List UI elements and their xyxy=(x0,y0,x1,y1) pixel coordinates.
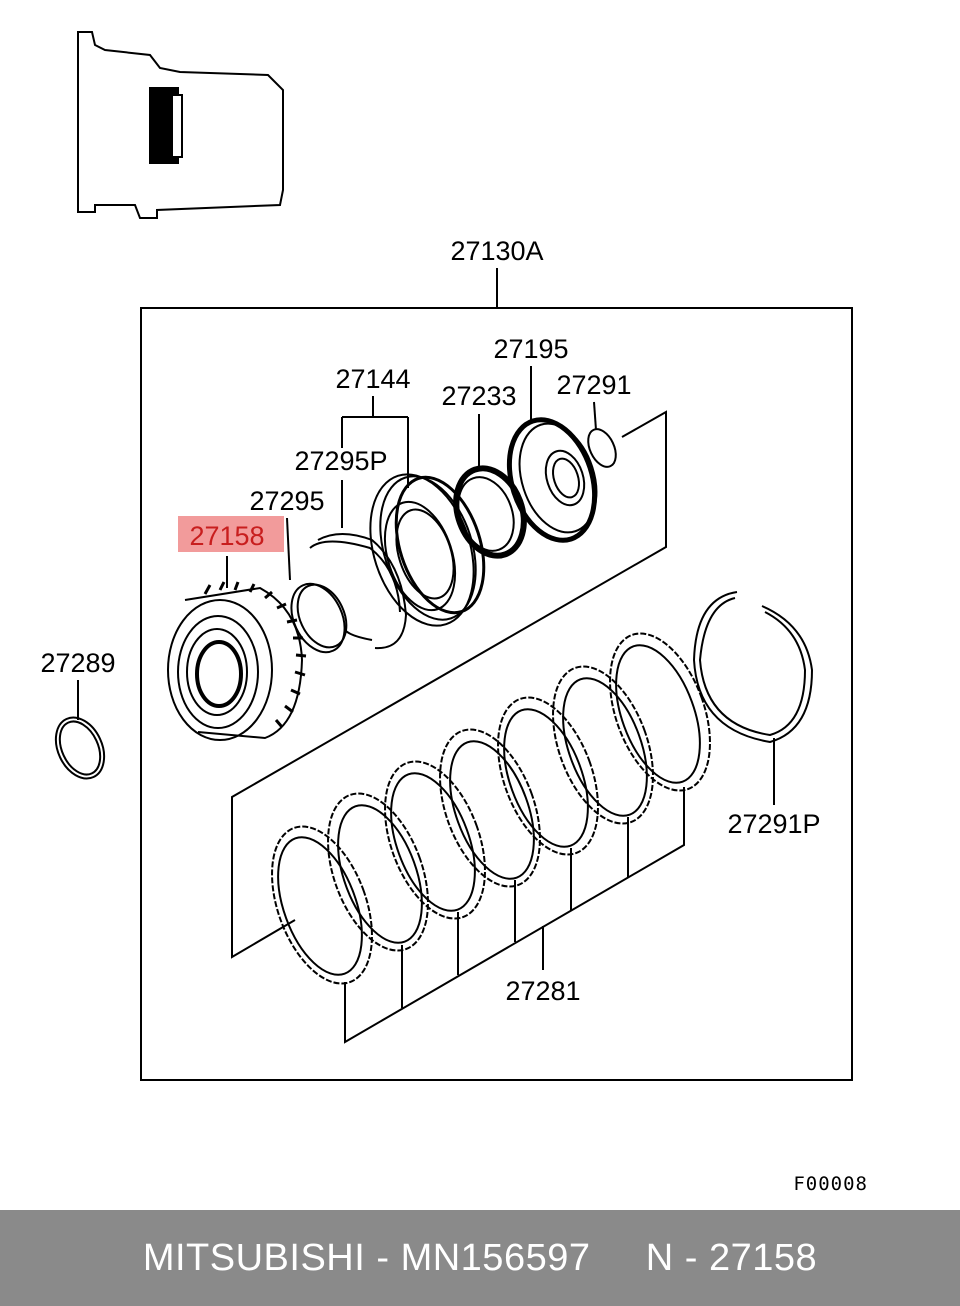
transmission-case-thumbnail xyxy=(77,31,284,219)
label-27291P: 27291P xyxy=(727,809,820,839)
piston-27144 xyxy=(369,473,486,627)
leader-lines xyxy=(77,366,775,1044)
snap-ring-27291 xyxy=(587,428,617,468)
drum-gear-27158[interactable] xyxy=(167,581,307,741)
assembly-box xyxy=(140,268,853,1081)
assembly-label: 27130A xyxy=(450,236,543,266)
label-27281: 27281 xyxy=(505,976,580,1006)
label-27289: 27289 xyxy=(40,648,115,678)
label-27158[interactable]: 27158 xyxy=(189,521,264,551)
footer-part-number: MN156597 xyxy=(400,1236,591,1279)
label-27195: 27195 xyxy=(493,334,568,364)
clutch-plates-27281 xyxy=(271,632,711,985)
label-27144: 27144 xyxy=(335,364,410,394)
label-27295: 27295 xyxy=(249,486,324,516)
footer-gap xyxy=(590,1237,645,1280)
footer-bar: MITSUBISHI - MN156597 N - 27158 xyxy=(0,1210,960,1306)
label-27291: 27291 xyxy=(556,370,631,400)
label-27295P: 27295P xyxy=(294,446,387,476)
footer-ref: N - 27158 xyxy=(645,1236,818,1279)
retainer-27195 xyxy=(506,417,598,543)
label-27233: 27233 xyxy=(441,381,516,411)
seal-ring-27295P xyxy=(309,533,408,650)
seal-ring-27295 xyxy=(290,582,348,654)
footer-sep: - xyxy=(365,1236,401,1279)
snap-ring-27291P xyxy=(692,591,814,744)
o-ring-27289 xyxy=(54,716,106,780)
parts-diagram: 27130A 27195 27144 27291 27233 27295P 27… xyxy=(40,31,868,1195)
spring-ring-27233 xyxy=(453,465,527,559)
footer-brand: MITSUBISHI xyxy=(142,1236,366,1279)
figure-code: F00008 xyxy=(793,1173,868,1195)
highlight-box xyxy=(178,516,284,552)
